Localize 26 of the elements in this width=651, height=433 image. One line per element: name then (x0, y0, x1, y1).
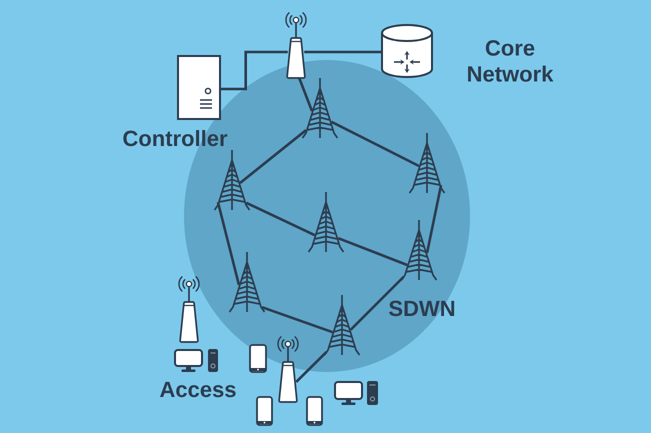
access-point (277, 336, 299, 403)
node-label: Core Network (468, 40, 554, 82)
radio-tower (228, 251, 266, 313)
connector-line (246, 202, 316, 236)
connector-line (298, 78, 314, 112)
radio-tower (302, 77, 338, 139)
radio-tower (408, 132, 446, 194)
connector-line (426, 184, 442, 254)
connector-line (239, 129, 307, 184)
connector-line (330, 120, 420, 168)
radio-tower (400, 219, 438, 281)
connector-line (304, 50, 382, 54)
connector-line (216, 202, 240, 286)
label: Access (160, 382, 236, 398)
radio-tower (308, 191, 344, 253)
access-point (285, 12, 307, 79)
radio-tower (214, 149, 250, 211)
connector-line (350, 276, 404, 331)
radio-tower (324, 294, 360, 356)
connector-line (295, 351, 328, 383)
connector-line (221, 50, 288, 90)
access-point (178, 276, 200, 343)
connector-line (338, 236, 408, 266)
connector-line (262, 306, 334, 334)
area-label: SDWN (389, 300, 454, 316)
node-label: Controller (123, 130, 228, 146)
